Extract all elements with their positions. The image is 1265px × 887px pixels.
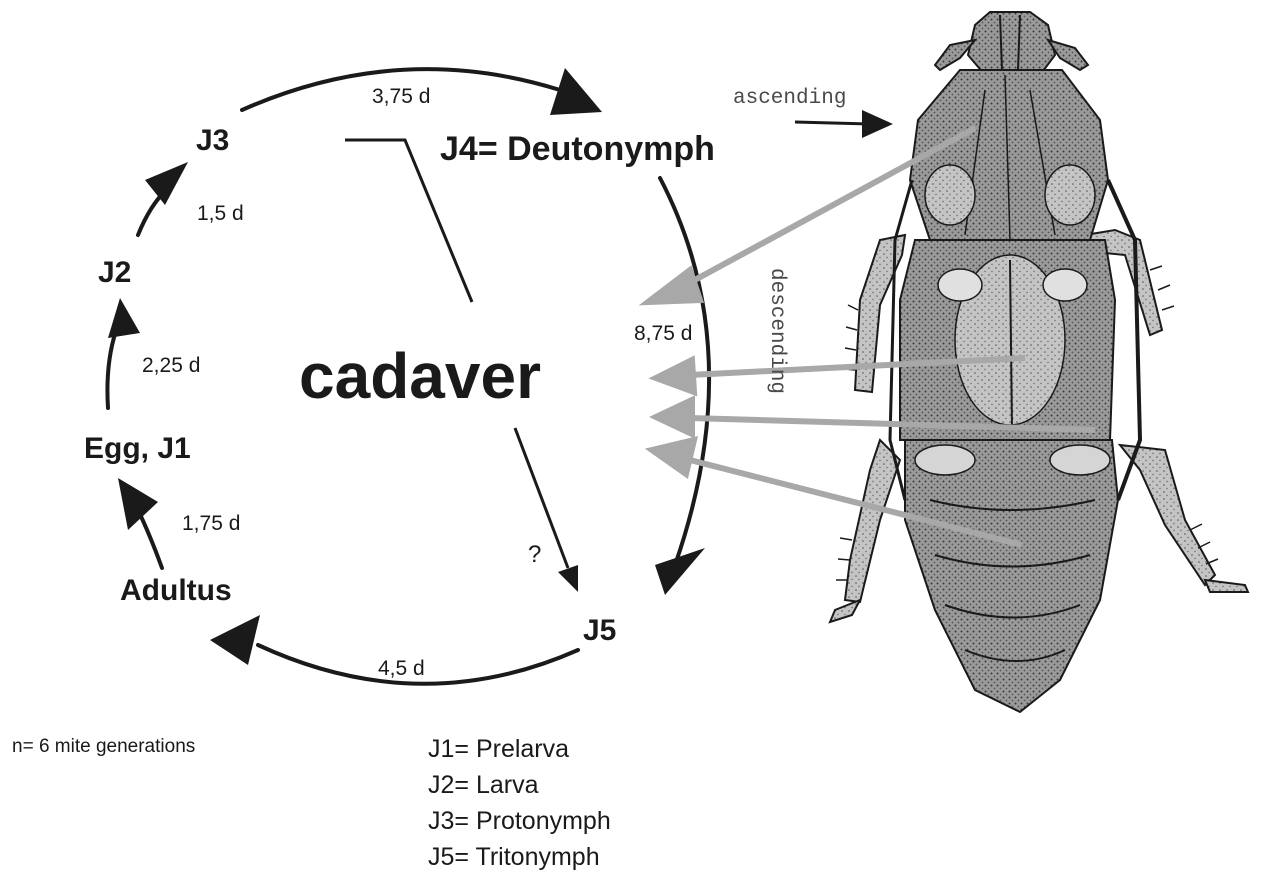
stage-adult-label: Adultus	[120, 574, 232, 607]
cadaver-to-j5-arrowhead	[558, 565, 578, 592]
legend-item: J1= Prelarva	[428, 735, 569, 763]
beetle-abdomen	[905, 440, 1118, 712]
legend-item: J2= Larva	[428, 771, 539, 799]
legend-item: J3= Protonymph	[428, 807, 611, 835]
ascending-arrowhead	[862, 110, 893, 138]
uncertain-path-label: ?	[528, 541, 541, 568]
duration-egg-to-j2: 2,25 d	[142, 354, 200, 377]
duration-j2-to-j3: 1,5 d	[197, 202, 244, 225]
duration-adult-to-egg: 1,75 d	[182, 512, 240, 535]
cadaver-label: cadaver	[299, 340, 541, 412]
legend-item: J5= Tritonymph	[428, 843, 600, 871]
stage-j3-label: J3	[196, 124, 229, 157]
arc-adult-to-egg	[138, 510, 162, 568]
arrowhead-j2	[108, 298, 140, 338]
stage-j4-label: J4= Deutonymph	[440, 130, 715, 168]
beetle-head	[935, 12, 1088, 75]
ascending-label: ascending	[733, 87, 846, 110]
sample-size-note: n= 6 mite generations	[12, 736, 195, 757]
duration-j3-to-j4: 3,75 d	[372, 85, 430, 108]
ascending-arrow	[795, 122, 870, 124]
stage-j5-label: J5	[583, 614, 616, 647]
arrowhead-j3	[145, 162, 188, 205]
stage-egg-label: Egg, J1	[84, 432, 191, 465]
duration-j4-to-j5: 8,75 d	[634, 322, 692, 345]
arrowhead-j4	[550, 68, 602, 115]
descending-label: descending	[765, 268, 788, 394]
cadaver-to-j5-line	[515, 428, 568, 568]
arrowhead-egg	[118, 478, 158, 530]
duration-j5-to-adult: 4,5 d	[378, 657, 425, 680]
arrowhead-adult	[210, 615, 260, 665]
stage-legend: J1= Prelarva J2= Larva J3= Protonymph J5…	[428, 735, 611, 871]
stage-j2-label: J2	[98, 256, 131, 289]
